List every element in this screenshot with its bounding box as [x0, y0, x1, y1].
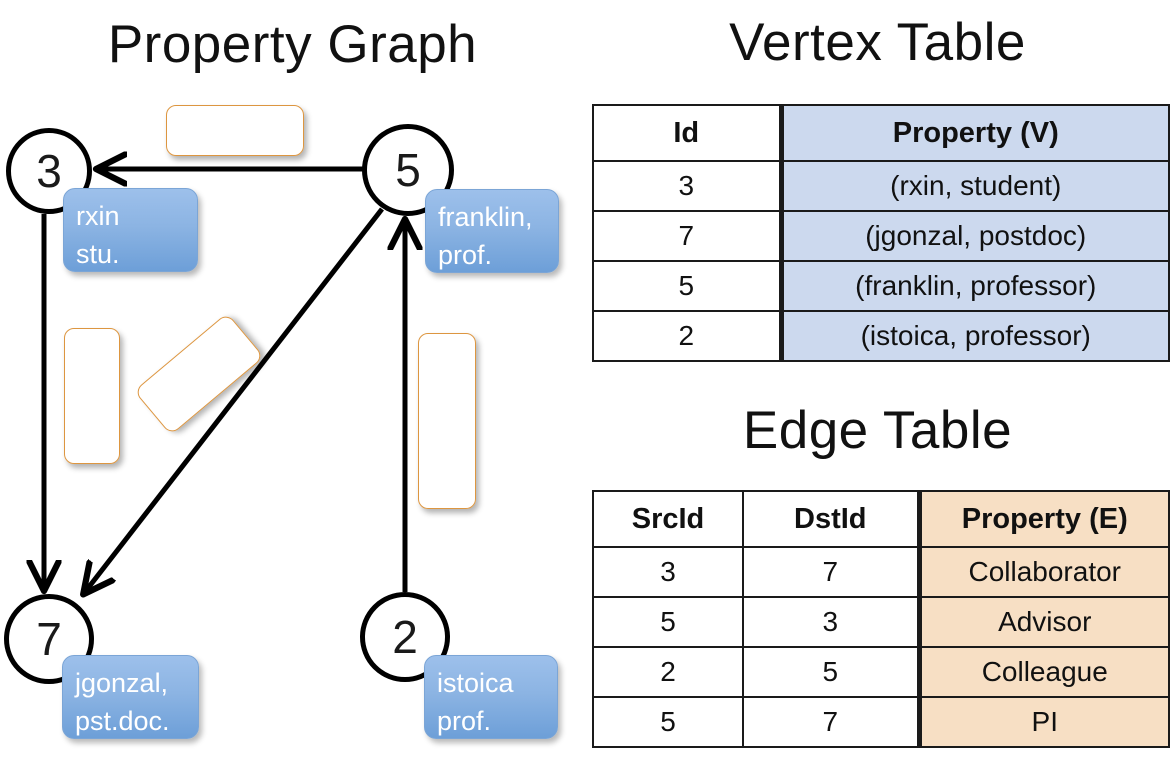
node-property-box-jgonzal: jgonzal, pst.doc. — [62, 655, 199, 739]
edge-label-colleague: Colleague — [418, 333, 476, 509]
table-row: 3 (rxin, student) — [592, 160, 1170, 212]
edge-cell-dst: 3 — [742, 596, 920, 648]
edge-table: SrcId DstId Property (E) 3 7 Collaborato… — [592, 490, 1170, 748]
edge-label-advisor-text: Advisor — [189, 115, 281, 145]
table-row: 2 5 Colleague — [592, 646, 1170, 698]
vertex-cell-id: 7 — [592, 210, 782, 262]
graph-node-7-label: 7 — [36, 613, 62, 665]
edge-cell-property: Colleague — [916, 646, 1170, 698]
vertex-table-header-id: Id — [592, 104, 782, 162]
edge-label-colleague-text: Colleague — [432, 360, 463, 482]
table-row: 5 (franklin, professor) — [592, 260, 1170, 312]
table-row: 5 7 PI — [592, 696, 1170, 748]
vertex-cell-property: (istoica, professor) — [778, 310, 1170, 362]
vertex-cell-property: (jgonzal, postdoc) — [778, 210, 1170, 262]
table-row: 7 (jgonzal, postdoc) — [592, 210, 1170, 262]
table-row: 2 (istoica, professor) — [592, 310, 1170, 362]
vertex-cell-id: 3 — [592, 160, 782, 212]
node-property-box-istoica: istoica prof. — [424, 655, 558, 739]
edge-label-pi-text: PI — [182, 358, 217, 390]
vertex-cell-id: 2 — [592, 310, 782, 362]
graph-node-5[interactable]: 5 — [362, 124, 454, 216]
vertex-table: Id Property (V) 3 (rxin, student) 7 (jgo… — [592, 104, 1170, 362]
vertex-cell-property: (franklin, professor) — [778, 260, 1170, 312]
edge-cell-dst: 5 — [742, 646, 920, 698]
node-property-box-rxin: rxin stu. — [63, 188, 198, 272]
edge-label-collab-text: Collab. — [77, 353, 108, 439]
edge-5-to-7 — [85, 207, 384, 592]
node-property-box-franklin: franklin, prof. — [425, 189, 559, 273]
edge-cell-dst: 7 — [742, 546, 920, 598]
edge-table-header-property: Property (E) — [916, 490, 1170, 548]
edge-cell-dst: 7 — [742, 696, 920, 748]
page-title-vertex-table: Vertex Table — [729, 13, 1026, 72]
edge-label-advisor: Advisor — [166, 105, 304, 156]
vertex-cell-property: (rxin, student) — [778, 160, 1170, 212]
graph-node-2[interactable]: 2 — [360, 592, 450, 682]
edge-cell-property: Advisor — [916, 596, 1170, 648]
edge-cell-property: PI — [916, 696, 1170, 748]
edge-table-header-row: SrcId DstId Property (E) — [592, 490, 1170, 548]
graph-node-5-label: 5 — [395, 144, 421, 196]
property-graph-diagram: 3 5 7 2 rxin stu. franklin, prof. jgonza… — [0, 0, 585, 760]
page-title-edge-table: Edge Table — [742, 401, 1013, 460]
table-row: 5 3 Advisor — [592, 596, 1170, 648]
vertex-table-header-row: Id Property (V) — [592, 104, 1170, 162]
vertex-table-header-property: Property (V) — [778, 104, 1170, 162]
edge-label-collab: Collab. — [64, 328, 120, 464]
edge-table-header-srcid: SrcId — [592, 490, 744, 548]
graph-edges-svg — [0, 0, 585, 760]
edge-cell-src: 5 — [592, 596, 744, 648]
table-row: 3 7 Collaborator — [592, 546, 1170, 598]
edge-cell-src: 3 — [592, 546, 744, 598]
page-title-property-graph: Property Graph — [107, 15, 478, 74]
edge-cell-src: 2 — [592, 646, 744, 698]
graph-node-2-label: 2 — [392, 611, 418, 663]
graph-node-3-label: 3 — [36, 145, 62, 197]
edge-cell-src: 5 — [592, 696, 744, 748]
edge-cell-property: Collaborator — [916, 546, 1170, 598]
vertex-cell-id: 5 — [592, 260, 782, 312]
edge-table-header-dstid: DstId — [742, 490, 920, 548]
